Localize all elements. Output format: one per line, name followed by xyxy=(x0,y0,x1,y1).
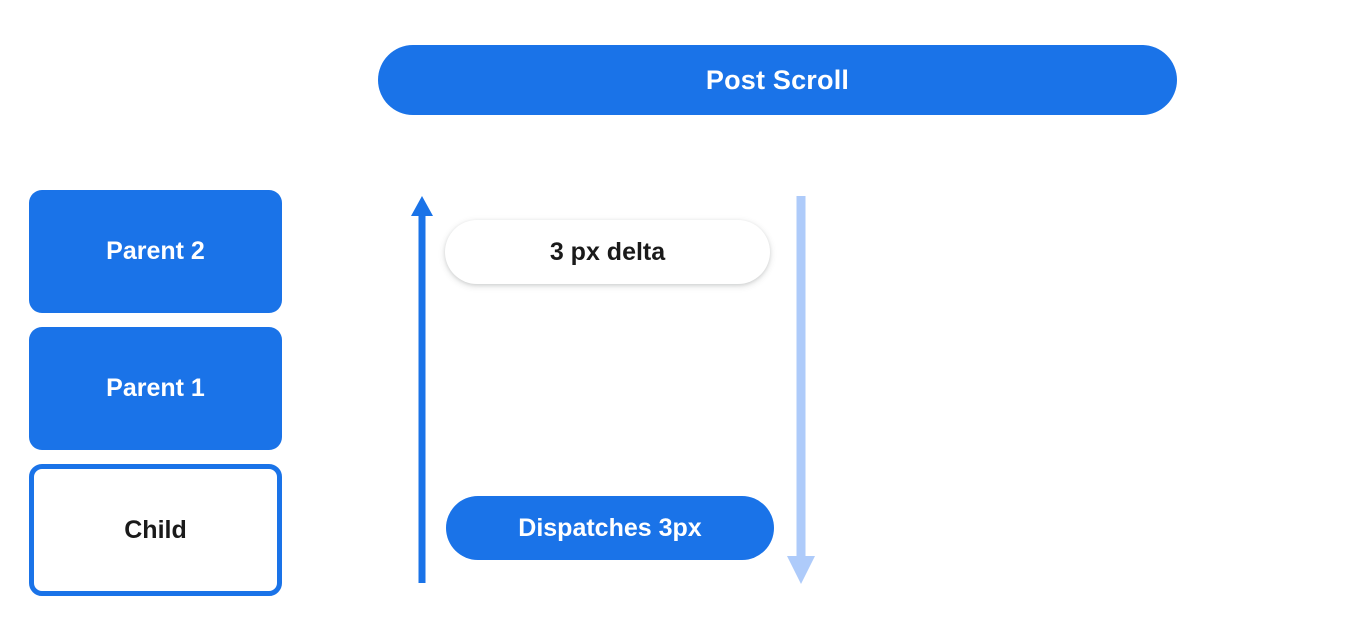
scroll-down-arrow-icon xyxy=(787,196,815,584)
diagram-title-pill: Post Scroll xyxy=(378,45,1177,115)
node-parent-2[interactable]: Parent 2 xyxy=(29,190,282,313)
node-child-label: Child xyxy=(124,515,187,544)
bubble-up-arrow-icon xyxy=(411,196,433,583)
delta-annotation-label: 3 px delta xyxy=(549,237,666,266)
delta-annotation-pill: 3 px delta xyxy=(445,220,770,284)
dispatch-annotation-label: Dispatches 3px xyxy=(518,513,702,542)
node-parent-2-label: Parent 2 xyxy=(106,237,205,265)
node-parent-1-label: Parent 1 xyxy=(106,374,205,402)
page-title: Post Scroll xyxy=(705,64,850,95)
node-stack: Parent 2 Parent 1 Child xyxy=(29,190,282,596)
dispatch-annotation-pill: Dispatches 3px xyxy=(446,496,774,560)
node-child[interactable]: Child xyxy=(29,464,282,596)
node-parent-1[interactable]: Parent 1 xyxy=(29,327,282,450)
